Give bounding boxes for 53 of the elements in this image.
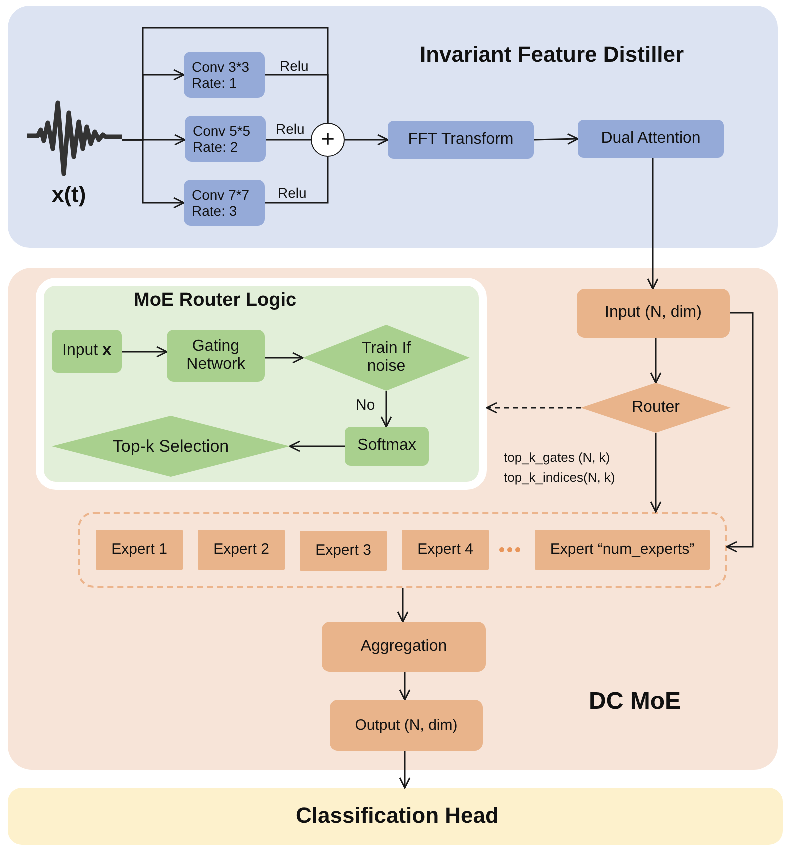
edge-label: No	[356, 397, 376, 415]
process-box: Expert “num_experts”	[535, 530, 710, 570]
decision-diamond: Router	[581, 383, 731, 433]
process-box: Output (N, dim)	[330, 700, 483, 751]
process-box: Aggregation	[322, 622, 486, 672]
edge-label: top_k_gates (N, k) top_k_indices(N, k)	[504, 449, 616, 487]
process-box: Input x	[52, 330, 122, 373]
process-box: Expert 4	[402, 530, 489, 570]
panel-title: DC MoE	[589, 688, 681, 717]
panel-title: Classification Head	[296, 803, 499, 830]
arrow	[289, 440, 345, 452]
decision-diamond: Train If noise	[303, 325, 470, 391]
process-box: Expert 2	[198, 530, 285, 570]
process-box: FFT Transform	[388, 121, 534, 159]
process-box: Conv 7*7 Rate: 3	[184, 180, 265, 226]
edge-label: Relu	[276, 121, 306, 138]
process-box: Conv 5*5 Rate: 2	[185, 116, 266, 162]
connector-line	[122, 27, 329, 141]
edge-label: Relu	[280, 58, 310, 75]
module-panel	[8, 268, 778, 770]
arrow	[726, 312, 754, 553]
connector-line	[265, 74, 329, 123]
process-box: Gating Network	[167, 330, 265, 382]
arrow	[650, 433, 662, 513]
connector-line	[266, 139, 311, 141]
dashed-arrow	[486, 402, 581, 414]
edge-label: Relu	[278, 185, 308, 202]
panel-title: MoE Router Logic	[134, 290, 297, 313]
arrow	[534, 133, 579, 145]
sum-node: +	[311, 123, 345, 157]
process-box: Expert 3	[300, 531, 387, 571]
arrow	[650, 338, 662, 384]
arrow	[399, 751, 411, 789]
expert-group-frame	[78, 512, 727, 588]
arrow	[647, 158, 659, 290]
process-box: Dual Attention	[578, 120, 724, 158]
subpanel	[36, 278, 487, 490]
connector-line	[265, 157, 329, 204]
arrow	[122, 346, 168, 358]
module-panel	[8, 788, 783, 845]
arrow	[345, 134, 389, 146]
arrow	[380, 391, 392, 428]
decision-diamond: Top-k Selection	[52, 416, 290, 477]
arrow	[265, 352, 304, 364]
process-box: Expert 1	[96, 530, 183, 570]
panel-title: Invariant Feature Distiller	[420, 42, 684, 68]
process-box: Input (N, dim)	[577, 289, 730, 338]
arrow	[399, 672, 411, 701]
signal-label: x(t)	[52, 182, 86, 208]
process-box: Softmax	[345, 427, 429, 466]
process-box: Conv 3*3 Rate: 1	[184, 52, 265, 98]
arrow	[397, 588, 409, 623]
module-panel	[8, 6, 778, 248]
